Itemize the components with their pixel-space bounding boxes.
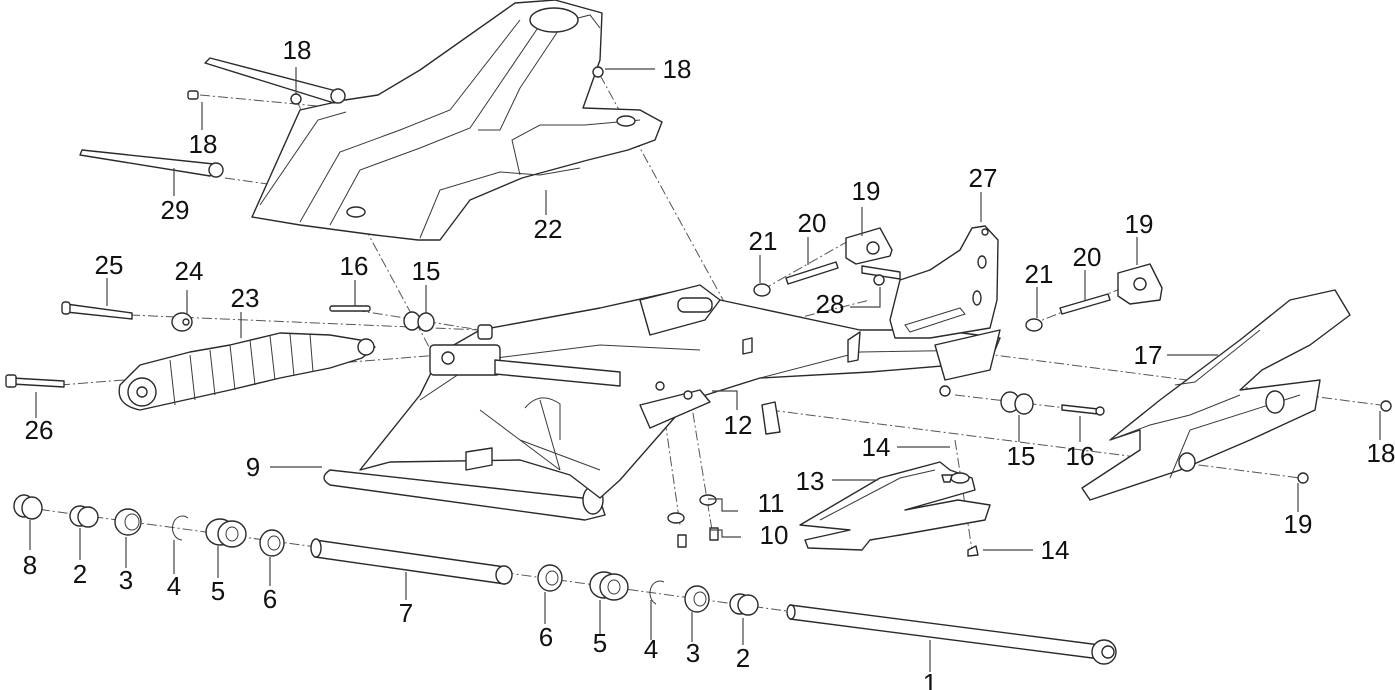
chain-guard[interactable] [1081, 289, 1351, 501]
rubber-damper-right[interactable] [1000, 391, 1105, 416]
callout-7[interactable]: 7 [399, 598, 413, 628]
callout-29[interactable]: 29 [161, 195, 190, 225]
cable-tie-29[interactable] [79, 149, 224, 178]
pivot-hardware-left[interactable] [13, 494, 285, 557]
callout-2-left[interactable]: 2 [73, 559, 87, 589]
shock-upper-bolt[interactable] [61, 301, 133, 320]
rear-hugger-fender[interactable] [251, 0, 663, 241]
callout-9[interactable]: 9 [246, 452, 260, 482]
callout-15-left[interactable]: 15 [412, 256, 441, 286]
callout-15-right[interactable]: 15 [1007, 441, 1036, 471]
callout-21-left[interactable]: 21 [749, 226, 778, 256]
callout-18-top-right[interactable]: 18 [663, 54, 692, 84]
rubber-damper-left[interactable] [329, 305, 435, 332]
callout-3-left[interactable]: 3 [119, 565, 133, 595]
callout-26[interactable]: 26 [25, 415, 54, 445]
callout-leaders [29, 67, 1381, 672]
callout-14-bottom[interactable]: 14 [1041, 535, 1070, 565]
callout-6-left[interactable]: 6 [263, 584, 277, 614]
callout-12[interactable]: 12 [724, 410, 753, 440]
callout-18-top-left[interactable]: 18 [189, 129, 218, 159]
guard-bolts[interactable] [1297, 400, 1392, 484]
cable-tie-upper[interactable] [204, 57, 346, 104]
pivot-sleeve[interactable] [310, 538, 513, 585]
callout-21-right[interactable]: 21 [1025, 259, 1054, 289]
chain-adjuster-right[interactable] [1025, 263, 1163, 332]
pivot-axis-line [21, 506, 1111, 656]
callout-1[interactable]: 1 [923, 668, 937, 690]
callout-labels: 18 18 18 29 22 25 24 23 16 15 26 9 21 20… [23, 35, 1395, 690]
pivot-hardware-right[interactable] [537, 564, 759, 616]
callout-18-guard-lower[interactable]: 19 [1284, 509, 1313, 539]
callout-6-right[interactable]: 6 [539, 622, 553, 652]
bolt-10b-line [689, 394, 713, 531]
callout-16-right[interactable]: 16 [1066, 441, 1095, 471]
callout-4-right[interactable]: 4 [644, 634, 658, 664]
bolts-10-11[interactable] [667, 494, 719, 548]
callout-20-right[interactable]: 20 [1073, 242, 1102, 272]
callout-14-top[interactable]: 14 [862, 432, 891, 462]
callout-11[interactable]: 11 [758, 488, 785, 518]
bracket-pin-line [769, 299, 871, 326]
callout-22[interactable]: 22 [534, 214, 563, 244]
callout-25[interactable]: 25 [95, 250, 124, 280]
bracket-pin[interactable] [861, 265, 901, 286]
callout-20-left[interactable]: 20 [798, 208, 827, 238]
callout-13[interactable]: 13 [796, 466, 825, 496]
callout-8[interactable]: 8 [23, 550, 37, 580]
callout-19-left[interactable]: 19 [852, 176, 881, 206]
callout-16-left[interactable]: 16 [340, 251, 369, 281]
callout-10[interactable]: 10 [760, 520, 789, 550]
callout-5-left[interactable]: 5 [211, 576, 225, 606]
left-adjuster-line [761, 239, 851, 291]
callout-3-right[interactable]: 3 [686, 638, 700, 668]
callout-18-top-center[interactable]: 18 [283, 35, 312, 65]
shock-lower-axis-line [59, 354, 441, 386]
guard-lower-line [769, 409, 1301, 479]
swingarm[interactable] [323, 284, 1001, 521]
chain-slider[interactable] [799, 461, 991, 557]
screw-14-line [954, 439, 973, 551]
brake-caliper-bracket[interactable] [889, 225, 999, 339]
callout-5-right[interactable]: 5 [593, 628, 607, 658]
swingarm-pivot-shaft[interactable] [786, 604, 1117, 665]
callout-4-left[interactable]: 4 [167, 571, 181, 601]
chain-adjuster-left[interactable] [753, 227, 893, 297]
callout-18-guard-upper[interactable]: 18 [1367, 438, 1395, 468]
callout-17[interactable]: 17 [1134, 340, 1163, 370]
callout-19-right[interactable]: 19 [1125, 209, 1154, 239]
shock-lower-bolt[interactable] [5, 374, 65, 388]
rear-shock-absorber[interactable] [118, 332, 376, 411]
callout-2-right[interactable]: 2 [736, 643, 750, 673]
callout-27[interactable]: 27 [969, 163, 998, 193]
shock-collar[interactable] [171, 312, 193, 332]
callout-28[interactable]: 28 [816, 289, 845, 319]
callout-24[interactable]: 24 [175, 256, 204, 286]
fender-bolts[interactable] [187, 66, 604, 105]
callout-23[interactable]: 23 [231, 283, 260, 313]
